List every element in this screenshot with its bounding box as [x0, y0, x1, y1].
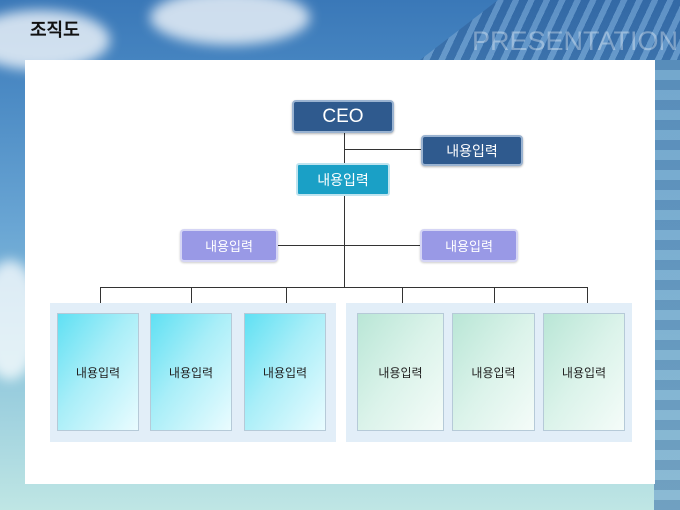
connector-line [344, 196, 345, 287]
connector-line [100, 287, 101, 313]
connector-line [494, 287, 495, 313]
connector-line [286, 287, 287, 313]
building-strip-decoration [654, 60, 680, 510]
slide-title: 조직도 [30, 20, 80, 41]
department-card: 내용입력 [244, 313, 326, 431]
ceo-side-box: 내용입력 [421, 135, 523, 166]
second-level-box: 내용입력 [296, 163, 390, 196]
department-card: 내용입력 [452, 313, 535, 431]
department-card: 내용입력 [543, 313, 625, 431]
right-side-box: 내용입력 [420, 229, 518, 262]
connector-line [344, 149, 421, 150]
connector-line [278, 245, 421, 246]
cloud-decoration [150, 0, 310, 45]
presentation-watermark: PRESENTATION [472, 26, 679, 56]
department-card: 내용입력 [357, 313, 444, 431]
department-card: 내용입력 [150, 313, 232, 431]
ceo-box: CEO [292, 100, 394, 133]
connector-line [344, 133, 345, 163]
connector-line [587, 287, 588, 313]
connector-line [191, 287, 192, 313]
connector-line [100, 287, 588, 288]
connector-line [402, 287, 403, 313]
left-side-box: 내용입력 [180, 229, 278, 262]
department-card: 내용입력 [57, 313, 139, 431]
